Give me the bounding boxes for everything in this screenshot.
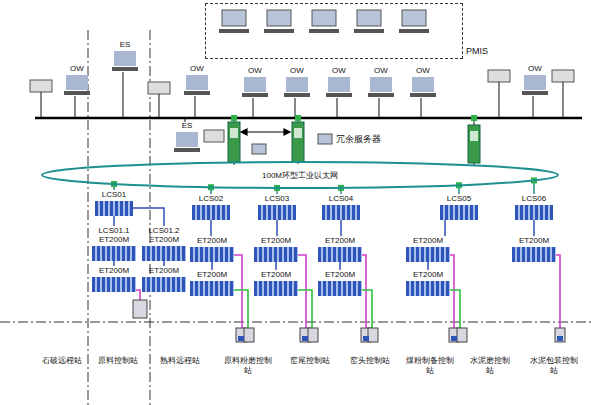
node-label: OW	[406, 66, 440, 75]
node-label: ES	[170, 121, 204, 130]
workstation: OW	[238, 66, 272, 99]
workstation: OW	[180, 64, 214, 97]
node-label: LCS01	[95, 190, 133, 199]
controller: LCS04	[322, 194, 360, 220]
bus-link	[211, 262, 213, 270]
node-label: ET200M	[254, 270, 298, 279]
node-label: LCS04	[322, 194, 360, 203]
controller: LCS02	[192, 194, 230, 220]
node-label: ET200M	[318, 270, 362, 279]
node-label: OW	[518, 64, 552, 73]
station-label: 窑尾控制站	[288, 356, 332, 366]
node-label: ET200M	[142, 235, 186, 244]
io-module: ET200M	[406, 236, 450, 262]
server-label: 冗余服务器	[336, 134, 381, 144]
io-module: ET200M	[142, 266, 186, 292]
node-label: ET200M	[406, 270, 450, 279]
io-module: LCS01.2ET200M	[142, 226, 186, 261]
node-label: ES	[108, 40, 142, 49]
workstation: OW	[322, 66, 356, 99]
workstation: OW	[406, 66, 440, 99]
node-label: 100M环型工业以太网	[260, 171, 340, 180]
io-module: ET200M	[318, 270, 362, 296]
station-label: 原料粉磨控制站	[224, 356, 272, 376]
bus-link	[113, 216, 115, 226]
node-label: OW	[322, 66, 356, 75]
station-label: 窑头控制站	[348, 356, 392, 366]
node-label: LCS01.1	[92, 226, 136, 235]
node-label: OW	[364, 66, 398, 75]
io-module: ET200M	[92, 266, 136, 292]
node-label: LCS03	[258, 194, 296, 203]
node-label: LCS05	[440, 194, 478, 203]
node-label: OW	[238, 66, 272, 75]
io-module: ET200M	[190, 236, 234, 262]
station-label: 原料控制站	[96, 356, 140, 366]
node-label: ET200M	[190, 270, 234, 279]
node-label: OW	[280, 66, 314, 75]
station-label: 煤粉制备控制站	[406, 356, 454, 376]
station-label: 水泥磨控制站	[468, 356, 512, 376]
workstation: ES	[108, 40, 142, 73]
bus-link	[339, 262, 341, 270]
controller: LCS03	[258, 194, 296, 220]
node-label: PMIS	[466, 47, 488, 56]
workstation: OW	[364, 66, 398, 99]
workstation: ES	[170, 121, 204, 154]
bus-link	[133, 208, 164, 226]
ethernet-ring: 100M环型工业以太网	[40, 160, 560, 190]
io-module: ET200M	[512, 236, 556, 262]
controller: LCS01	[95, 190, 133, 216]
bus-link	[275, 262, 277, 270]
node-label: ET200M	[92, 266, 136, 275]
node-label: ET200M	[92, 235, 136, 244]
bus-link	[444, 220, 446, 236]
node-label: OW	[180, 64, 214, 73]
controller: LCS06	[515, 194, 553, 220]
bus-link	[340, 220, 342, 236]
bus-link	[276, 220, 278, 236]
node-label: OW	[60, 64, 94, 73]
controller: LCS05	[440, 194, 478, 220]
node-label: ET200M	[142, 266, 186, 275]
io-module: LCS01.1ET200M	[92, 226, 136, 261]
node-label: ET200M	[254, 236, 298, 245]
node-label: LCS06	[515, 194, 553, 203]
node-label: ET200M	[406, 236, 450, 245]
io-module: ET200M	[318, 236, 362, 262]
station-label: 水泥包装控制站	[530, 356, 578, 376]
workstation: OW	[60, 64, 94, 97]
node-label: ET200M	[190, 236, 234, 245]
bus-link	[427, 262, 429, 270]
workstation: OW	[280, 66, 314, 99]
station-label: 石破远程站	[40, 356, 84, 366]
node-label: ET200M	[512, 236, 556, 245]
workstation: OW	[518, 64, 552, 97]
io-module: ET200M	[190, 270, 234, 296]
node-label: LCS02	[192, 194, 230, 203]
io-module: ET200M	[254, 236, 298, 262]
bus-link	[533, 220, 535, 236]
node-label: LCS01.2	[142, 226, 186, 235]
pmis-group: PMIS	[205, 3, 463, 59]
io-module: ET200M	[406, 270, 450, 296]
node-label: ET200M	[318, 236, 362, 245]
station-label: 熟料远程站	[158, 356, 202, 366]
io-module: ET200M	[254, 270, 298, 296]
bus-link	[210, 220, 212, 236]
